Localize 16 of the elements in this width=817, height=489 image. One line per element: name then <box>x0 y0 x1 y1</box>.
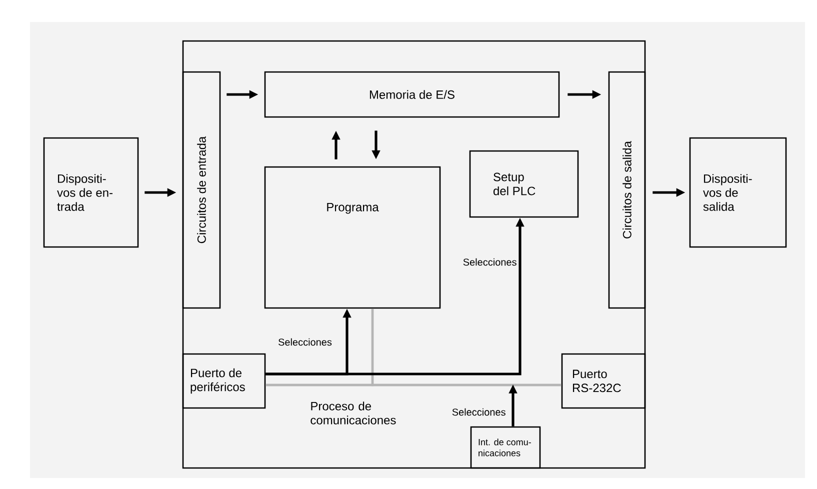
program-box: Programa <box>264 166 441 309</box>
circuit-box: Circuitos de salida <box>608 71 646 309</box>
interface-box: Int. de comu- nicaciones <box>470 426 541 469</box>
memory-box: Memoria de E/S <box>264 71 560 118</box>
device-box: Dispositi- vos de en- trada <box>43 137 139 248</box>
setup-box: Setup del PLC <box>469 150 579 218</box>
port-box: Puerto RS-232C <box>561 353 646 409</box>
connector-line <box>371 308 562 386</box>
port-box: Puerto de periféricos <box>182 353 266 409</box>
device-box: Dispositi- vos de salida <box>689 137 787 248</box>
edge-label: Selecciones <box>452 408 506 416</box>
edge-label: Selecciones <box>463 258 516 266</box>
circuit-box: Circuitos de entrada <box>182 71 221 309</box>
process-label: Proceso de comunicaciones <box>310 402 396 424</box>
outer-box <box>182 40 646 469</box>
edge-label: Selecciones <box>278 338 332 346</box>
